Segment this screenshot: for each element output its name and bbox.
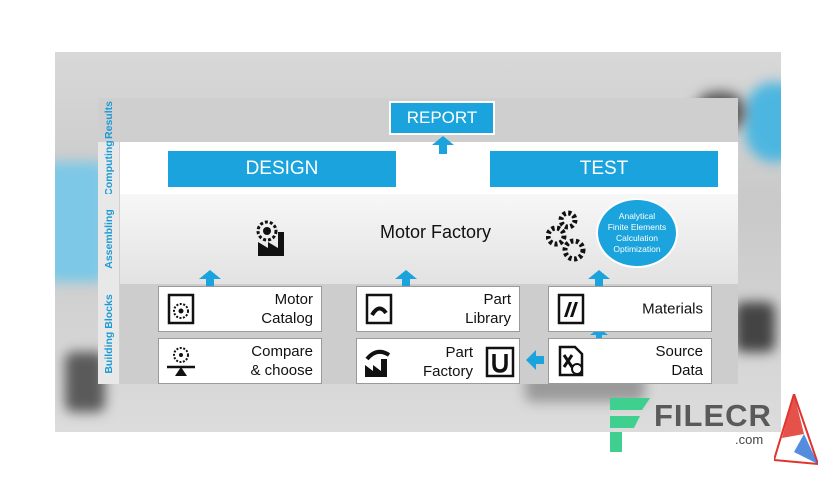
factory-gear-icon	[256, 220, 284, 256]
filecr-logo-icon	[610, 398, 650, 452]
design-box: DESIGN	[168, 151, 396, 187]
motor-factory-label: Motor Factory	[380, 222, 492, 242]
circle-line: Calculation	[615, 233, 659, 243]
side-label-building-blocks: Building Blocks	[98, 284, 120, 384]
excel-file-icon	[558, 345, 584, 377]
magnet-icon	[485, 346, 515, 378]
gears-icon	[546, 210, 586, 262]
report-box: REPORT	[389, 101, 495, 135]
bg-blob	[55, 162, 105, 282]
part-factory-icon	[365, 349, 391, 377]
arrow-up-icon	[432, 136, 454, 154]
side-label-results: Results	[98, 98, 120, 142]
arrow-up-icon	[199, 270, 221, 286]
scale-icon	[167, 347, 195, 376]
side-label-assembling: Assembling	[98, 194, 120, 284]
arrow-up-icon	[588, 270, 610, 286]
materials-book-icon	[557, 293, 585, 325]
materials-card: Materials	[548, 286, 712, 332]
motor-book-icon	[167, 293, 195, 325]
arrow-left-icon	[526, 350, 544, 370]
bg-blob	[735, 302, 775, 352]
part-book-icon	[365, 293, 393, 325]
side-label-computing: Computing	[98, 140, 120, 196]
filecr-watermark: FILECR .com	[598, 392, 820, 468]
filecr-brand: FILECR	[654, 398, 772, 433]
filecr-triangle-icon	[774, 394, 818, 466]
arrow-up-icon	[395, 270, 417, 286]
compare-choose-card: Compare& choose	[158, 338, 322, 384]
bg-blob	[745, 82, 781, 162]
compare-choose-label: Compare& choose	[250, 343, 313, 379]
filecr-suffix: .com	[735, 432, 764, 447]
materials-label: Materials	[642, 300, 703, 318]
analysis-circle: Analytical Finite Elements Calculation O…	[596, 198, 678, 268]
circle-line: Optimization	[613, 244, 661, 254]
circle-line: Analytical	[618, 211, 656, 221]
circle-line: Finite Elements	[607, 222, 667, 232]
test-box: TEST	[490, 151, 718, 187]
